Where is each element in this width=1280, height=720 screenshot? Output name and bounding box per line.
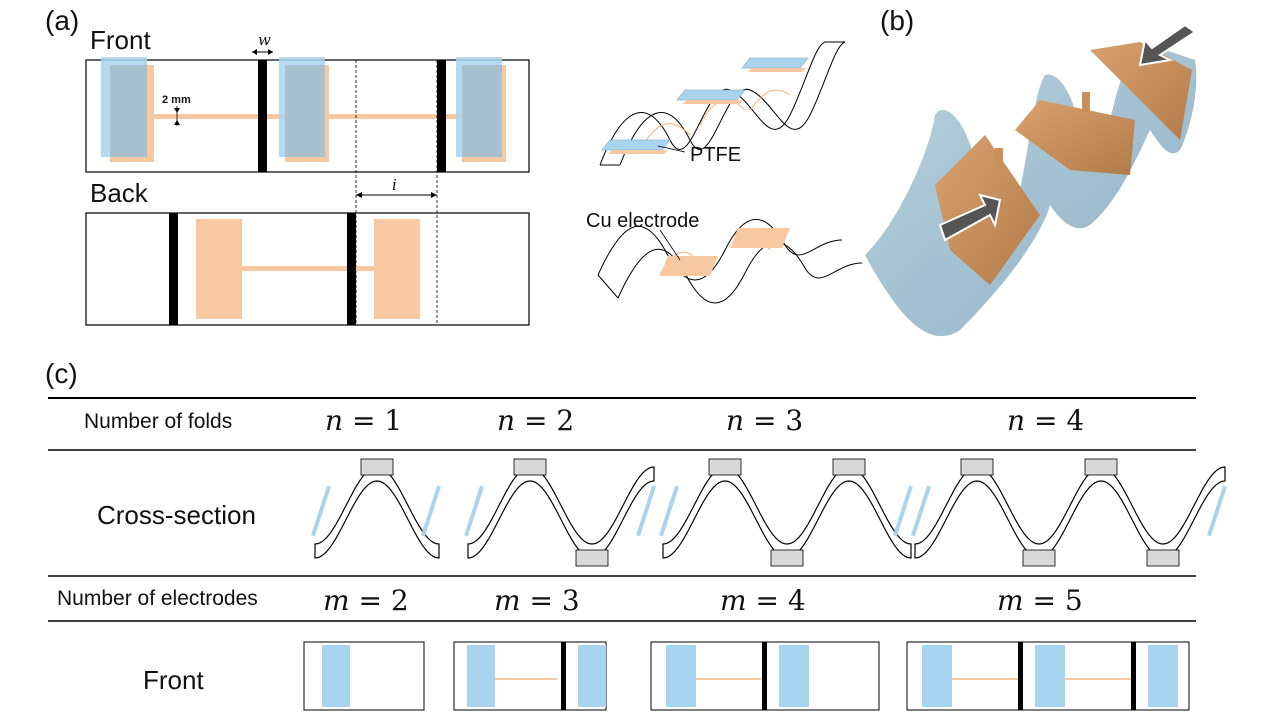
front-layout-m4-ptfe-2	[779, 645, 809, 707]
front-layout-m5-ptfe-3	[1148, 645, 1178, 707]
front-layout-m5-strip-1	[1018, 642, 1023, 710]
front-layout-m5-ptfe-2	[1035, 645, 1065, 707]
electrodes-eq-3: m = 4	[720, 584, 806, 617]
front-strip-2	[437, 60, 446, 172]
cross-ptfe-left-2	[464, 485, 484, 537]
photo-copper-2	[1015, 100, 1135, 175]
cross-ptfe-left-1	[311, 485, 331, 537]
front-layout-m5	[906, 641, 1190, 711]
gap-label: 2 mm	[162, 94, 191, 106]
back-copper-1	[196, 219, 242, 319]
back-label: Back	[90, 178, 148, 208]
fold-cap-3-1	[708, 458, 742, 476]
back-strip-1	[169, 213, 178, 325]
folds-eq-3: n = 3	[726, 404, 804, 437]
photo-copper-3	[1090, 42, 1192, 140]
fold-cap-3-2	[770, 549, 804, 567]
front-layout-m4-strip	[762, 642, 767, 710]
fold-cap-4-4	[1146, 549, 1180, 567]
back-copper-2	[374, 219, 420, 319]
ptfe-label: PTFE	[690, 144, 742, 166]
fold-cap-1-1	[360, 458, 394, 476]
schematic-cu-1	[660, 256, 718, 276]
front-strip-1	[258, 60, 267, 172]
row-label-cross-section: Cross-section	[97, 500, 256, 530]
cross-section-band-3	[662, 466, 912, 559]
front-layout-m5-strip-2	[1131, 642, 1136, 710]
panel-label-b: (b)	[880, 5, 915, 36]
fold-cap-4-1	[960, 458, 994, 476]
front-layout-m2-ptfe-1	[322, 645, 350, 707]
cross-section-band-1	[314, 466, 440, 559]
front-layout-m3-ptfe-2	[578, 645, 606, 707]
fold-cap-2-2	[575, 549, 609, 567]
front-layout-m2	[303, 641, 425, 711]
front-layout-m3-ptfe-1	[467, 645, 495, 707]
row-label-electrodes: Number of electrodes	[57, 587, 258, 610]
fold-cap-4-2	[1022, 549, 1056, 567]
cross-ptfe-right-4	[1207, 485, 1227, 537]
cross-ptfe-right-1	[421, 485, 441, 537]
cross-section-band-4	[914, 466, 1226, 559]
electrodes-eq-1: m = 2	[323, 584, 409, 617]
front-layout-m5-ptfe-1	[922, 645, 952, 707]
cross-ptfe-left-3	[659, 485, 679, 537]
fold-cap-2-1	[513, 458, 547, 476]
interval-symbol: i	[392, 176, 397, 194]
folds-eq-2: n = 2	[497, 404, 575, 437]
width-symbol: w	[258, 31, 271, 49]
electrodes-eq-2: m = 3	[494, 584, 580, 617]
front-label: Front	[90, 25, 151, 55]
folds-eq-4: n = 4	[1007, 404, 1085, 437]
row-label-front: Front	[143, 665, 204, 695]
back-sheet	[85, 212, 530, 326]
arrow-push-left	[938, 193, 1002, 242]
cross-ptfe-right-2	[636, 485, 656, 537]
panel-label-a: (a)	[45, 5, 80, 36]
fold-cap-4-3	[1084, 458, 1118, 476]
arrow-push-right	[1138, 23, 1197, 67]
front-layout-m4-ptfe-1	[666, 645, 696, 707]
folds-eq-1: n = 1	[325, 404, 403, 437]
panel-label-c: (c)	[45, 358, 78, 389]
cu-electrode-label: Cu electrode	[586, 210, 700, 232]
back-strip-2	[347, 213, 356, 325]
front-layout-m3-strip	[561, 642, 566, 710]
schematic-cu-2	[730, 228, 790, 248]
cross-ptfe-right-3	[893, 485, 913, 537]
fold-cap-3-3	[832, 458, 866, 476]
electrodes-eq-4: m = 5	[997, 584, 1083, 617]
cross-ptfe-left-4	[911, 485, 931, 537]
row-label-folds: Number of folds	[84, 410, 233, 433]
back-trace	[240, 266, 376, 271]
